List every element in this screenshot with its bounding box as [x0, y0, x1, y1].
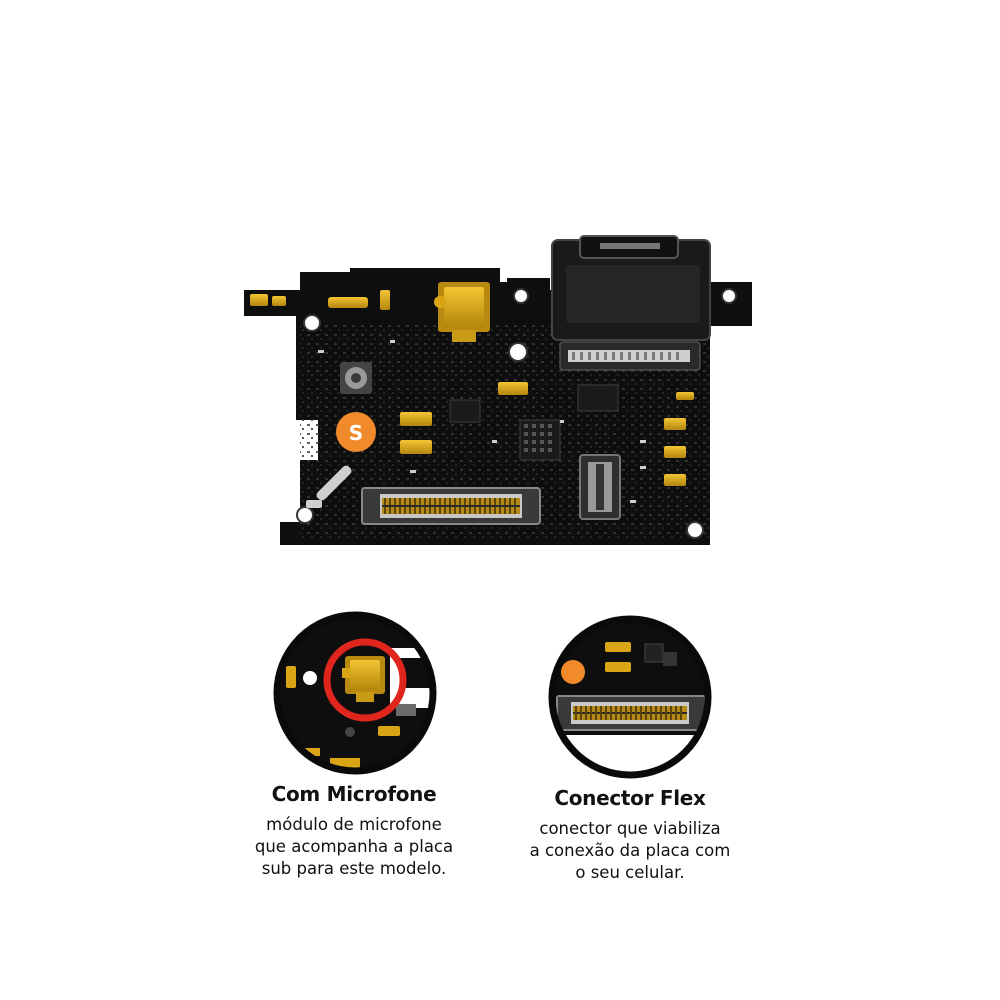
desc-line: que acompanha a placa — [254, 837, 454, 856]
microphone-zoom-circle — [273, 611, 437, 775]
desc-line: sub para este modelo. — [261, 859, 447, 878]
svg-text:S: S — [349, 421, 363, 445]
flex-connector-zoom-circle — [548, 615, 712, 779]
board-logo: S — [336, 412, 376, 452]
contact-spring — [306, 465, 352, 508]
sub-board-image: S — [244, 235, 752, 545]
feature-title-flex: Conector Flex — [554, 786, 706, 810]
flex-connector — [361, 487, 541, 525]
usb-c-port — [551, 235, 711, 371]
highlight-ring — [323, 638, 407, 722]
antenna-connector — [340, 362, 372, 394]
desc-line: conector que viabiliza — [539, 819, 721, 838]
feature-desc-microphone: módulo de microfone que acompanha a plac… — [204, 814, 504, 880]
desc-line: o seu celular. — [575, 863, 685, 882]
desc-line: a conexão da placa com — [529, 841, 731, 860]
feature-desc-flex: conector que viabiliza a conexão da plac… — [480, 818, 780, 884]
microphone-module — [434, 282, 490, 342]
b2b-connector — [579, 454, 621, 520]
desc-line: módulo de microfone — [266, 815, 442, 834]
feature-title-microphone: Com Microfone — [271, 782, 437, 806]
